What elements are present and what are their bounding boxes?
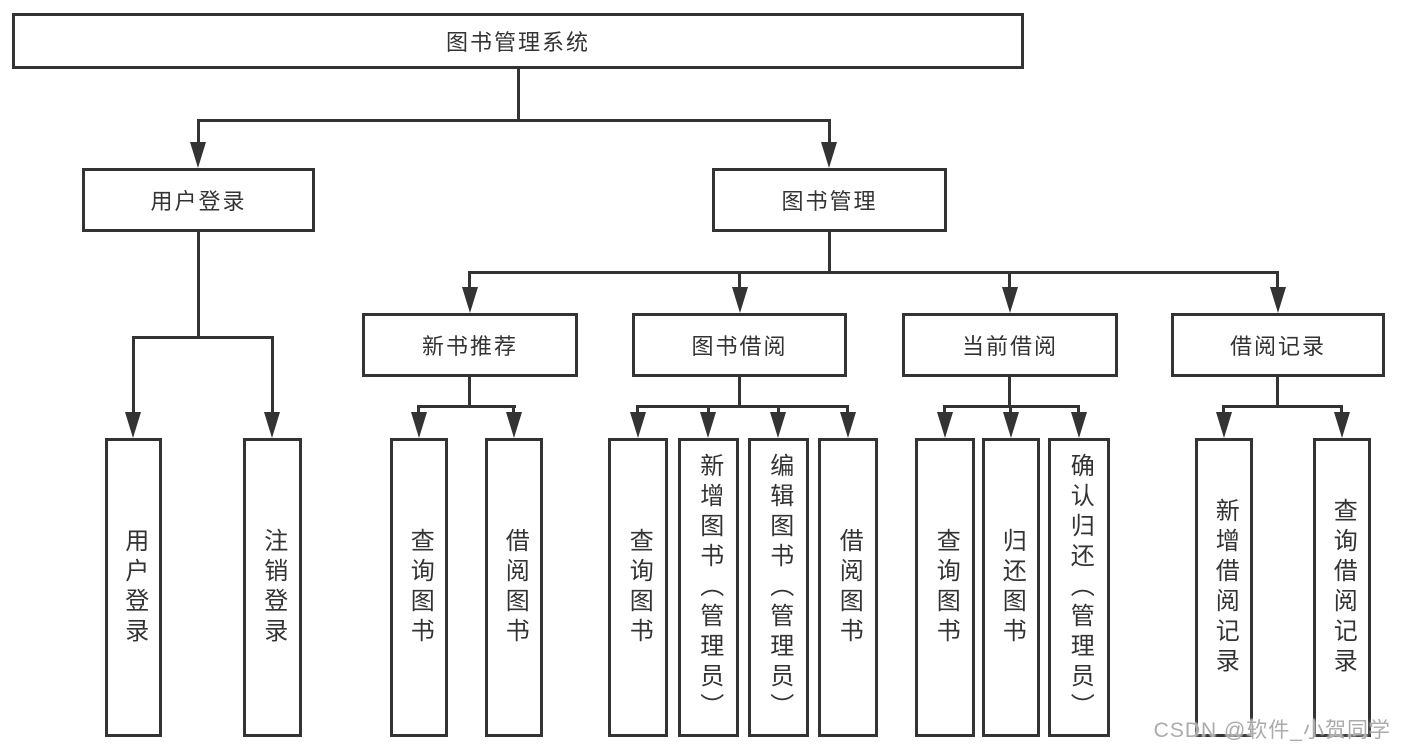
node-book-management: 图书管理	[712, 168, 947, 232]
edge-newbook-stem	[468, 377, 471, 408]
edge-drop-borrow-query	[636, 405, 639, 415]
edge-root-stem	[517, 69, 520, 122]
arrowhead-new-book	[462, 287, 478, 313]
arrowhead-leaf-logout	[264, 412, 280, 438]
edge-current-stem	[1008, 377, 1011, 408]
arrowhead-records-query	[1334, 412, 1350, 438]
edge-drop-records-add	[1222, 405, 1225, 415]
edge-drop-book-borrow	[738, 271, 741, 289]
edge-drop-current-confirm	[1077, 405, 1080, 415]
leaf-borrow-edit-admin: 编辑图书（管理员）	[748, 438, 809, 737]
leaf-borrow-query-label: 查询图书	[625, 527, 653, 648]
leaf-current-confirm-admin-label: 确认归还（管理员）	[1066, 452, 1094, 723]
edge-drop-borrow-add	[707, 405, 710, 415]
arrowhead-book-management	[821, 142, 837, 168]
node-book-borrow: 图书借阅	[632, 313, 847, 377]
leaf-logout-label: 注销登录	[259, 527, 287, 648]
leaf-newbook-borrow: 借阅图书	[485, 438, 543, 737]
leaf-borrow-book: 借阅图书	[818, 438, 878, 737]
edge-book-management-stem	[828, 232, 831, 274]
arrowhead-newbook-query	[411, 412, 427, 438]
arrowhead-current-query	[937, 412, 953, 438]
leaf-newbook-query: 查询图书	[390, 438, 448, 737]
arrowhead-borrow-add	[700, 412, 716, 438]
leaf-borrow-add-admin-label: 新增图书（管理员）	[695, 452, 723, 723]
node-new-book-recommend-label: 新书推荐	[421, 334, 518, 359]
leaf-current-query-label: 查询图书	[932, 527, 960, 648]
leaf-records-add-label: 新增借阅记录	[1211, 497, 1239, 678]
node-root-system: 图书管理系统	[12, 13, 1024, 69]
edge-drop-leaf-user-login	[132, 336, 135, 416]
edge-drop-book-management	[828, 119, 831, 145]
leaf-current-confirm-admin: 确认归还（管理员）	[1048, 438, 1110, 737]
node-user-login-label: 用户登录	[150, 189, 247, 214]
watermark: CSDN @软件_小贺同学	[1153, 719, 1391, 742]
arrowhead-book-borrow	[732, 287, 748, 313]
edge-records-stem	[1276, 377, 1279, 408]
edge-drop-newbook-borrow	[512, 405, 515, 415]
leaf-user-login: 用户登录	[105, 438, 162, 737]
arrowhead-records-add	[1216, 412, 1232, 438]
edge-borrow-stem	[738, 377, 741, 408]
arrowhead-borrow-query	[630, 412, 646, 438]
arrowhead-borrow-book	[840, 412, 856, 438]
node-borrow-records-label: 借阅记录	[1229, 334, 1326, 359]
leaf-current-query: 查询图书	[915, 438, 975, 737]
node-user-login: 用户登录	[82, 168, 315, 232]
edge-records-bar	[1222, 405, 1343, 408]
edge-drop-borrow-records	[1276, 271, 1279, 289]
arrowhead-borrow-records	[1270, 287, 1286, 313]
edge-user-login-stem	[197, 232, 200, 339]
arrowhead-borrow-edit	[770, 412, 786, 438]
leaf-records-query: 查询借阅记录	[1313, 438, 1371, 737]
leaf-records-query-label: 查询借阅记录	[1329, 497, 1357, 678]
leaf-newbook-borrow-label: 借阅图书	[501, 527, 529, 648]
edge-drop-newbook-query	[417, 405, 420, 415]
edge-level3-bar	[468, 271, 1278, 274]
arrowhead-current-confirm	[1071, 412, 1087, 438]
arrowhead-current-borrow	[1002, 287, 1018, 313]
leaf-logout: 注销登录	[243, 438, 302, 737]
leaf-newbook-query-label: 查询图书	[406, 527, 434, 648]
leaf-borrow-edit-admin-label: 编辑图书（管理员）	[765, 452, 793, 723]
arrowhead-leaf-user-login	[125, 412, 141, 438]
node-book-management-label: 图书管理	[781, 189, 878, 214]
edge-drop-records-query	[1340, 405, 1343, 415]
edge-borrow-bar	[636, 405, 849, 408]
arrowhead-user-login	[190, 142, 206, 168]
edge-drop-current-query	[943, 405, 946, 415]
edge-drop-current-borrow	[1008, 271, 1011, 289]
leaf-borrow-query: 查询图书	[608, 438, 668, 737]
edge-drop-user-login	[197, 119, 200, 145]
edge-level2-bar	[197, 119, 831, 122]
node-current-borrow-label: 当前借阅	[961, 334, 1058, 359]
edge-newbook-bar	[417, 405, 516, 408]
edge-login-bar	[132, 336, 274, 339]
node-root-label: 图书管理系统	[445, 30, 590, 55]
node-borrow-records: 借阅记录	[1171, 313, 1385, 377]
leaf-borrow-add-admin: 新增图书（管理员）	[678, 438, 739, 737]
edge-drop-borrow-edit	[777, 405, 780, 415]
node-current-borrow: 当前借阅	[902, 313, 1118, 377]
edge-drop-leaf-logout	[271, 336, 274, 416]
node-new-book-recommend: 新书推荐	[362, 313, 578, 377]
edge-drop-borrow-book	[846, 405, 849, 415]
leaf-records-add: 新增借阅记录	[1195, 438, 1253, 737]
node-book-borrow-label: 图书借阅	[691, 334, 788, 359]
edge-drop-current-return	[1009, 405, 1012, 415]
leaf-current-return-label: 归还图书	[998, 527, 1026, 648]
leaf-user-login-label: 用户登录	[120, 527, 148, 648]
leaf-borrow-book-label: 借阅图书	[835, 527, 863, 648]
edge-drop-new-book	[468, 271, 471, 289]
arrowhead-current-return	[1003, 412, 1019, 438]
leaf-current-return: 归还图书	[982, 438, 1040, 737]
arrowhead-newbook-borrow	[506, 412, 522, 438]
